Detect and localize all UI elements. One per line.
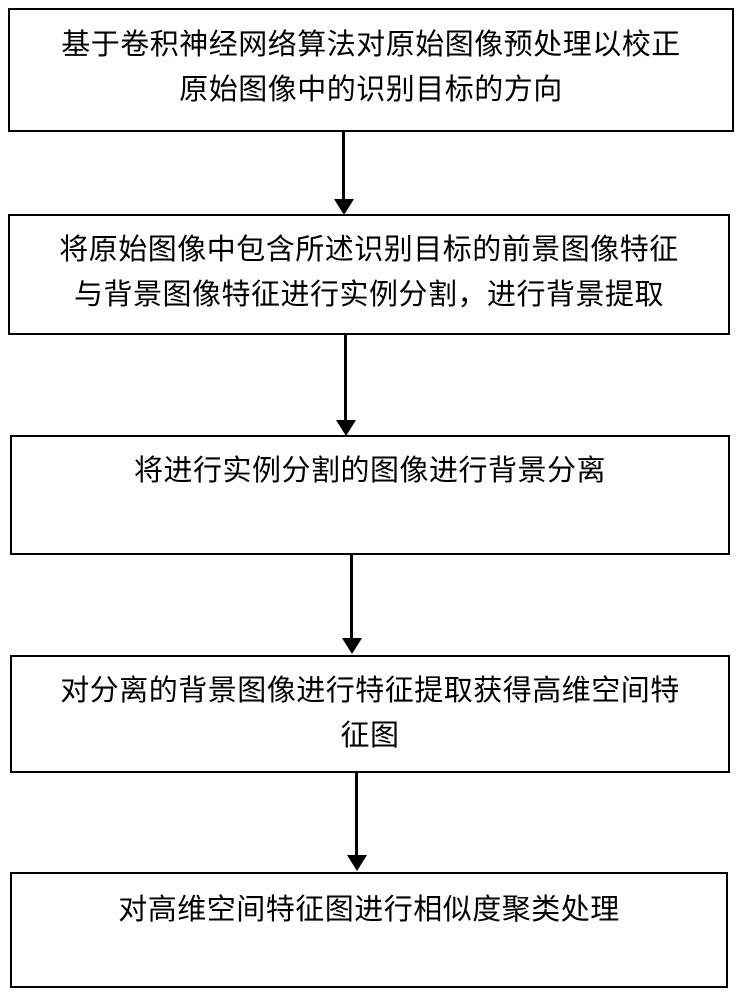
arrow-shaft	[355, 772, 358, 857]
arrow-head-icon	[334, 199, 354, 215]
flowchart-node-label: 基于卷积神经网络算法对原始图像预处理以校正 原始图像中的识别目标的方向	[61, 27, 681, 106]
flowchart-node-step-3: 将进行实例分割的图像进行背景分离	[10, 435, 730, 555]
flowchart-node-step-1: 基于卷积神经网络算法对原始图像预处理以校正 原始图像中的识别目标的方向	[8, 8, 734, 132]
arrow-shaft	[350, 554, 353, 640]
flowchart-node-step-5: 对高维空间特征图进行相似度聚类处理	[10, 872, 728, 988]
arrow-shaft	[342, 131, 345, 201]
flowchart-node-step-4: 对分离的背景图像进行特征提取获得高维空间特 征图	[10, 655, 730, 773]
flowchart-node-label: 对分离的背景图像进行特征提取获得高维空间特 征图	[60, 673, 680, 752]
arrow-head-icon	[347, 855, 367, 871]
arrow-shaft	[344, 334, 347, 422]
arrow-head-icon	[336, 420, 356, 436]
flowchart-node-label: 将进行实例分割的图像进行背景分离	[133, 453, 606, 487]
flowchart-node-label: 对高维空间特征图进行相似度聚类处理	[118, 892, 620, 926]
arrow-head-icon	[342, 638, 362, 654]
flowchart-node-step-2: 将原始图像中包含所述识别目标的前景图像特征 与背景图像特征进行实例分割，进行背景…	[8, 214, 730, 335]
flowchart-node-label: 将原始图像中包含所述识别目标的前景图像特征 与背景图像特征进行实例分割，进行背景…	[59, 232, 679, 311]
